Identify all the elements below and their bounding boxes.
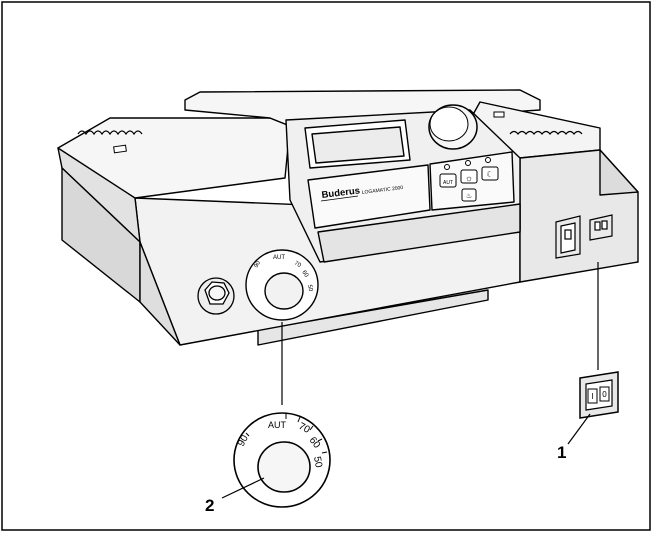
- auto-button-label: AUT: [443, 180, 453, 186]
- vent-plug-right: [493, 111, 505, 118]
- device-dial-70: 70: [293, 261, 302, 270]
- dial-label-70: 70: [297, 421, 312, 436]
- rotary-knob[interactable]: [428, 104, 478, 150]
- vent-slots-left: [77, 130, 143, 136]
- night-button[interactable]: ☾: [481, 166, 499, 181]
- callout-2-line: [221, 477, 265, 499]
- dial-label-90: 90: [236, 433, 251, 448]
- device-dial-50: 50: [306, 284, 313, 292]
- auto-button[interactable]: AUT: [439, 173, 457, 188]
- dial-label-aut: AUT: [268, 420, 287, 430]
- device-temperature-dial: 90 AUT 70 60 50: [245, 249, 319, 321]
- dial-label-50: 50: [311, 456, 324, 469]
- day-button[interactable]: ☼: [460, 169, 478, 184]
- led-indicators: [444, 157, 491, 170]
- model-panel: [307, 164, 431, 229]
- hot-water-icon: ♨: [466, 192, 472, 200]
- vent-plug-left: [113, 144, 127, 154]
- device-dial-aut: AUT: [273, 255, 285, 261]
- callout-1-line: [567, 413, 591, 445]
- vent-slots-right: [509, 130, 583, 135]
- brand-underline: [320, 195, 359, 202]
- device-switch-panel: [555, 214, 613, 259]
- switch-off-label: 0: [602, 390, 607, 399]
- enlarged-main-switch[interactable]: I 0: [579, 371, 619, 419]
- callout-1: 1: [557, 443, 566, 462]
- model-text: LOGAMATIC 2000: [362, 185, 404, 196]
- device-dial-60: 60: [300, 270, 309, 279]
- sun-icon: ☼: [465, 173, 473, 183]
- device-dial-90: 90: [254, 260, 263, 269]
- fuse-cap[interactable]: [197, 277, 235, 315]
- switch-on-label: I: [591, 392, 593, 401]
- moon-icon: ☾: [486, 170, 493, 179]
- extra-button[interactable]: ♨: [461, 188, 477, 202]
- callout-2: 2: [205, 496, 214, 515]
- enlarged-temperature-dial[interactable]: 90 AUT 70 60 50: [233, 412, 331, 508]
- dial-ticks: [245, 414, 328, 454]
